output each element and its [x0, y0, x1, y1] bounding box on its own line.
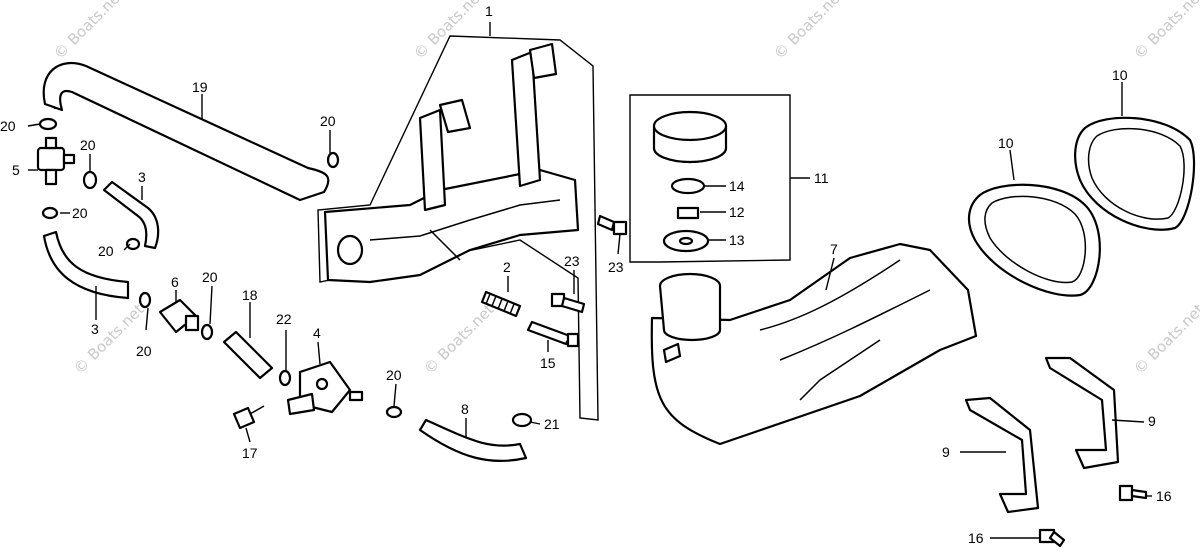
callout-21: 21 — [544, 416, 560, 432]
tank-band-ring-right — [1074, 116, 1196, 231]
callout-18: 18 — [242, 287, 258, 303]
callout-9-left: 9 — [942, 444, 950, 460]
seal-12 — [676, 206, 700, 220]
callout-labels: 1 2 3 3 4 5 6 7 8 9 9 10 10 11 12 13 14 … — [0, 3, 1172, 546]
callout-20: 20 — [320, 113, 336, 129]
callout-3-upper: 3 — [138, 169, 146, 185]
tank-strap-left — [964, 396, 1040, 514]
watermark: © Boats.net — [420, 300, 498, 378]
callout-4: 4 — [313, 325, 321, 341]
clamp — [138, 291, 152, 309]
clamp — [82, 170, 98, 190]
cap-group-bracket — [629, 94, 660, 263]
watermark: © Boats.net — [1130, 0, 1200, 63]
fuel-cock — [286, 360, 364, 416]
gasket-14 — [670, 177, 706, 195]
watermark: © Boats.net — [50, 0, 128, 63]
leader-lines — [27, 22, 1152, 539]
callout-5: 5 — [12, 162, 20, 178]
fuel-cap — [652, 110, 728, 164]
watermark: © Boats.net — [1130, 300, 1200, 378]
packing-13-hole — [678, 236, 694, 246]
clamp — [41, 206, 59, 220]
watermark: © Boats.net — [770, 0, 848, 63]
callout-16-right: 16 — [1156, 488, 1172, 504]
callout-20: 20 — [98, 243, 114, 259]
callout-1: 1 — [485, 3, 493, 19]
fuel-hose-upper — [102, 180, 160, 250]
watermark: © Boats.net — [70, 300, 148, 378]
callout-20: 20 — [136, 343, 152, 359]
drain-hose — [418, 418, 528, 462]
callout-6: 6 — [171, 274, 179, 290]
screw-17 — [232, 405, 265, 430]
callout-7: 7 — [830, 241, 838, 257]
callout-12: 12 — [729, 204, 745, 220]
fuel-pump — [158, 298, 200, 334]
tank-strap-right — [1044, 356, 1120, 470]
hose-clamps — [38, 117, 533, 428]
callout-10-left: 10 — [998, 135, 1014, 151]
joint-pipe — [222, 330, 274, 380]
callout-10-right: 10 — [1112, 67, 1128, 83]
watermark: © Boats.net — [410, 0, 488, 63]
callout-3-lower: 3 — [91, 321, 99, 337]
callout-23-upper: 23 — [564, 253, 580, 269]
spring-2 — [480, 290, 522, 318]
callout-19: 19 — [192, 79, 208, 95]
callout-16-bottom: 16 — [968, 530, 984, 546]
bracket-group-outline — [317, 35, 599, 421]
bolt-23-upper — [596, 214, 628, 236]
fuel-hose-lower — [42, 230, 130, 300]
callout-20: 20 — [386, 367, 402, 383]
callout-20: 20 — [72, 205, 88, 221]
o-ring — [278, 369, 292, 387]
callout-8: 8 — [461, 401, 469, 417]
bolt-23-lower — [550, 292, 586, 314]
bolt-16-bottom — [1038, 528, 1066, 548]
callout-20: 20 — [0, 118, 16, 134]
clamp — [326, 151, 340, 169]
mounting-bracket — [323, 42, 580, 284]
bolt-16-right — [1118, 484, 1148, 502]
clamp — [385, 405, 403, 419]
clamp — [38, 117, 58, 131]
callout-13: 13 — [729, 232, 745, 248]
tank-band-ring-left — [967, 183, 1101, 297]
clamp — [125, 237, 141, 251]
clamp — [200, 323, 214, 341]
callout-20: 20 — [202, 269, 218, 285]
clamp — [511, 412, 533, 428]
callout-20: 20 — [80, 137, 96, 153]
fuel-filter — [36, 136, 76, 186]
callout-2: 2 — [503, 259, 511, 275]
vent-hose-body — [42, 61, 330, 202]
bolt-15 — [526, 320, 580, 348]
callout-11: 11 — [814, 170, 829, 186]
callout-23-lower: 23 — [608, 259, 624, 275]
callout-17: 17 — [242, 445, 258, 461]
callout-15: 15 — [540, 355, 556, 371]
callout-14: 14 — [729, 178, 745, 194]
fuel-tank — [650, 242, 978, 446]
callout-9-right: 9 — [1148, 413, 1156, 429]
callout-22: 22 — [276, 311, 292, 327]
